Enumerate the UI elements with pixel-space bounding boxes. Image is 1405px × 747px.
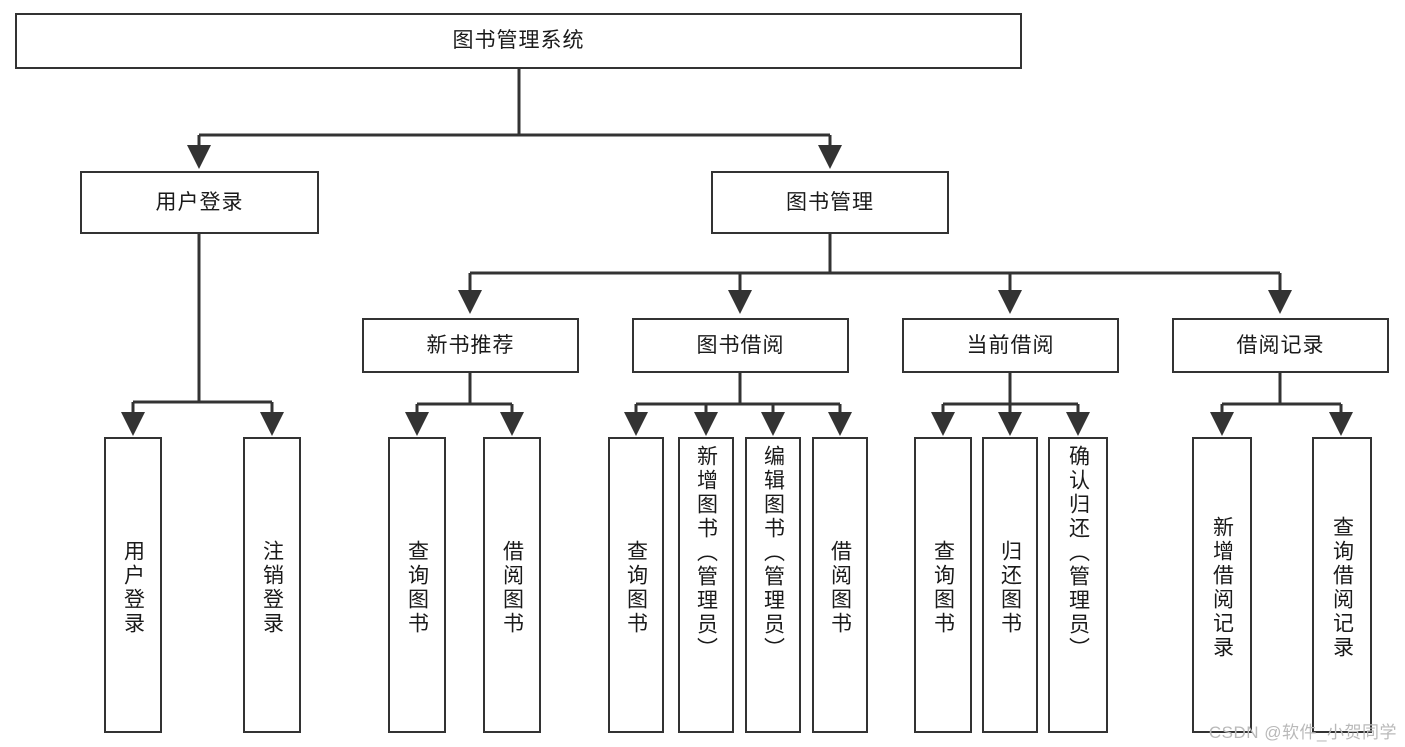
node-leaf-label: 用户登录 [121, 540, 145, 636]
node-borrow-record[interactable]: 借阅记录 [1172, 318, 1389, 373]
node-book-borrow[interactable]: 图书借阅 [632, 318, 849, 373]
node-book-borrow-label: 图书借阅 [696, 333, 785, 357]
node-leaf-new-book-query[interactable]: 查询图书 [388, 437, 446, 733]
node-leaf-borrow-query-book[interactable]: 查询图书 [608, 437, 664, 733]
node-leaf-label: 查询图书 [405, 540, 429, 636]
node-leaf-label: 归还图书 [998, 540, 1022, 636]
node-user-login[interactable]: 用户登录 [80, 171, 319, 234]
node-leaf-label: 编辑图书（管理员） [761, 445, 785, 661]
node-leaf-current-return-book[interactable]: 归还图书 [982, 437, 1038, 733]
node-current-borrow[interactable]: 当前借阅 [902, 318, 1119, 373]
node-leaf-user-login-signin[interactable]: 用户登录 [104, 437, 162, 733]
node-leaf-current-confirm-return[interactable]: 确认归还（管理员） [1048, 437, 1108, 733]
node-leaf-label: 新增借阅记录 [1210, 516, 1234, 660]
node-root[interactable]: 图书管理系统 [15, 13, 1022, 69]
node-new-book-recommend[interactable]: 新书推荐 [362, 318, 579, 373]
node-root-label: 图书管理系统 [452, 29, 585, 53]
node-book-management[interactable]: 图书管理 [711, 171, 949, 234]
node-new-book-recommend-label: 新书推荐 [426, 333, 515, 357]
node-leaf-label: 新增图书（管理员） [694, 445, 718, 661]
node-leaf-label: 查询借阅记录 [1330, 516, 1354, 660]
node-leaf-new-book-borrow[interactable]: 借阅图书 [483, 437, 541, 733]
node-borrow-record-label: 借阅记录 [1236, 333, 1325, 357]
node-leaf-record-add[interactable]: 新增借阅记录 [1192, 437, 1252, 733]
node-leaf-label: 查询图书 [624, 540, 648, 636]
node-user-login-label: 用户登录 [155, 190, 244, 214]
node-leaf-borrow-add-book[interactable]: 新增图书（管理员） [678, 437, 734, 733]
node-leaf-borrow-edit-book[interactable]: 编辑图书（管理员） [745, 437, 801, 733]
node-leaf-current-query-book[interactable]: 查询图书 [914, 437, 972, 733]
node-leaf-user-login-signout[interactable]: 注销登录 [243, 437, 301, 733]
node-leaf-label: 注销登录 [260, 540, 284, 636]
node-leaf-label: 借阅图书 [828, 540, 852, 636]
node-current-borrow-label: 当前借阅 [966, 333, 1055, 357]
node-leaf-record-query[interactable]: 查询借阅记录 [1312, 437, 1372, 733]
node-leaf-borrow-borrow-book[interactable]: 借阅图书 [812, 437, 868, 733]
node-book-management-label: 图书管理 [786, 190, 874, 214]
node-leaf-label: 借阅图书 [500, 540, 524, 636]
node-leaf-label: 查询图书 [931, 540, 955, 636]
node-leaf-label: 确认归还（管理员） [1066, 445, 1090, 661]
